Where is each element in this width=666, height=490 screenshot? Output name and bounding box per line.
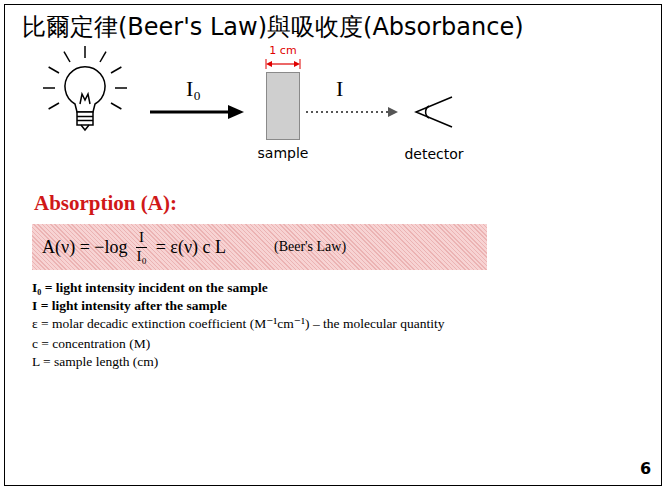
beam-label: I₀ (186, 76, 201, 101)
detector-eye (416, 97, 452, 127)
incident-beam-arrow (150, 105, 244, 119)
fraction-numerator: I (136, 229, 147, 247)
definition-line: I₀ = light intensity incident on the sam… (32, 280, 268, 296)
slide-title: 比爾定律(Beer's Law)與吸收度(Absorbance) (22, 14, 524, 42)
definition-line: I = light intensity after the sample (32, 298, 227, 314)
transmitted-beam-arrow (306, 107, 398, 117)
beam-label: I (336, 76, 343, 101)
formula-band: A(ν) = −log II₀ = ε(ν) c L (Beer's Law) (32, 224, 487, 270)
fraction: II₀ (133, 229, 149, 265)
light-bulb (43, 46, 127, 130)
section-heading: Absorption (A): (34, 191, 177, 215)
slide-frame (5, 5, 662, 486)
formula-text: A(ν) = −log (42, 237, 127, 258)
formula-text: = ε(ν) c L (156, 237, 226, 258)
path-length-dimension (266, 59, 300, 69)
dimension-label: 1 cm (269, 45, 296, 58)
detector-label: detector (404, 146, 463, 162)
cuvette-label: sample (258, 145, 309, 161)
page-number: 6 (640, 460, 651, 478)
formula-note: (Beer's Law) (274, 239, 346, 255)
definition-line: ε = molar decadic extinction coefficient… (32, 316, 445, 332)
definition-line: c = concentration (M) (32, 336, 150, 352)
fraction-denominator: I₀ (133, 248, 149, 265)
sample-cuvette: sample (266, 72, 300, 140)
definition-line: L = sample length (cm) (32, 354, 158, 370)
